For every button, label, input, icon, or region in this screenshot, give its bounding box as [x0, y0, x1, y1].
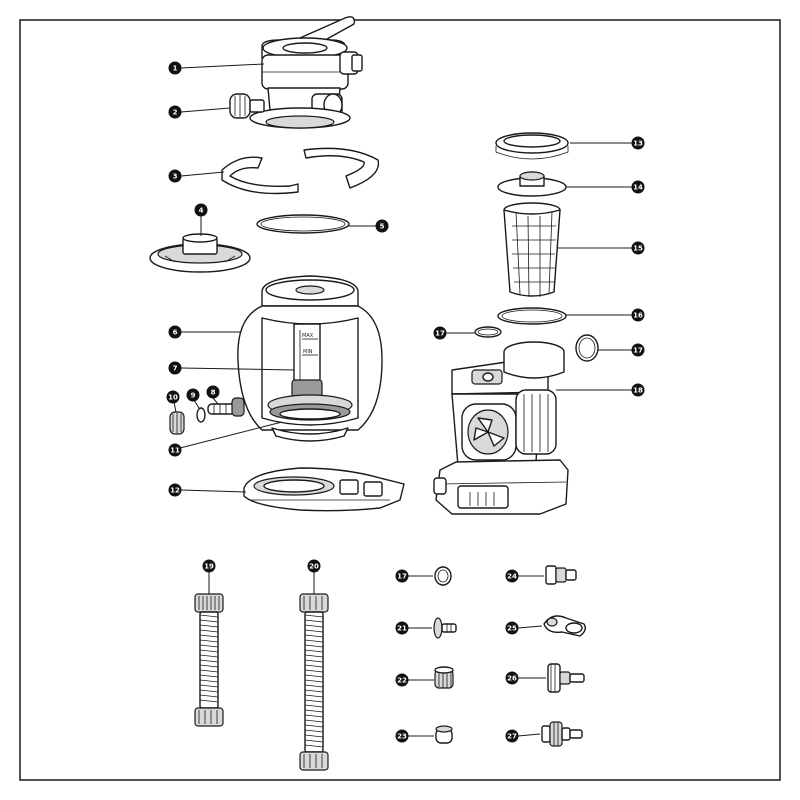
strainer-connector-part — [547, 663, 585, 693]
hose-clip-part — [543, 615, 587, 637]
callout-7: 7 — [168, 361, 182, 375]
multiport-valve-part — [249, 16, 363, 129]
plunger-part — [433, 617, 457, 639]
gauge-min-label: MIN — [303, 349, 313, 355]
o-ring-part — [256, 214, 350, 234]
svg-text:17: 17 — [397, 573, 407, 581]
svg-text:16: 16 — [633, 312, 643, 320]
base-part — [243, 467, 405, 512]
callout-markers: 1 2 3 4 5 6 7 8 9 10 11 12 13 14 15 16 1… — [166, 61, 645, 743]
pump-part — [433, 341, 569, 515]
callout-15: 15 — [631, 241, 645, 255]
svg-text:20: 20 — [309, 563, 319, 571]
svg-text:24: 24 — [507, 573, 517, 581]
small-o-ring-loose-part — [434, 566, 452, 586]
callout-13: 13 — [631, 136, 645, 150]
callout-25: 25 — [505, 621, 519, 635]
callout-3: 3 — [168, 169, 182, 183]
sand-tank-part: MAX MIN — [237, 275, 383, 442]
svg-text:6: 6 — [173, 329, 178, 337]
svg-text:7: 7 — [173, 365, 178, 373]
callout-22: 22 — [395, 673, 409, 687]
callout-11: 11 — [168, 443, 182, 457]
svg-text:2: 2 — [173, 109, 178, 117]
svg-text:12: 12 — [170, 487, 180, 495]
svg-text:18: 18 — [633, 387, 643, 395]
svg-text:25: 25 — [507, 625, 517, 633]
callout-2: 2 — [168, 105, 182, 119]
callout-21: 21 — [395, 621, 409, 635]
leader-lines — [173, 63, 632, 737]
connector-part — [545, 565, 577, 585]
callout-9: 9 — [186, 388, 200, 402]
callout-14: 14 — [631, 180, 645, 194]
svg-text:10: 10 — [168, 394, 178, 402]
svg-text:1: 1 — [173, 65, 178, 73]
callout-17-right: 17 — [631, 343, 645, 357]
callout-8: 8 — [206, 385, 220, 399]
short-hose-part — [194, 593, 224, 727]
callout-10: 10 — [166, 390, 180, 404]
callout-17-bottom: 17 — [395, 569, 409, 583]
svg-text:15: 15 — [633, 245, 643, 253]
svg-text:27: 27 — [507, 733, 517, 741]
callout-23: 23 — [395, 729, 409, 743]
cap-part — [435, 725, 453, 744]
long-hose-part — [299, 593, 329, 771]
svg-text:21: 21 — [397, 625, 407, 633]
callout-1: 1 — [168, 61, 182, 75]
callout-4: 4 — [194, 203, 208, 217]
svg-text:3: 3 — [173, 173, 178, 181]
frame-border — [19, 19, 781, 781]
threaded-nut-part — [434, 666, 454, 689]
svg-text:14: 14 — [633, 184, 643, 192]
svg-text:22: 22 — [397, 677, 407, 685]
short-hose-ribs — [199, 614, 219, 703]
callout-24: 24 — [505, 569, 519, 583]
adapter-part — [541, 721, 583, 747]
callout-16: 16 — [631, 308, 645, 322]
callout-18: 18 — [631, 383, 645, 397]
callout-26: 26 — [505, 671, 519, 685]
svg-text:11: 11 — [170, 447, 180, 455]
svg-text:8: 8 — [211, 389, 216, 397]
diffuser-part — [149, 233, 251, 273]
callout-5: 5 — [375, 219, 389, 233]
svg-text:26: 26 — [507, 675, 517, 683]
svg-text:4: 4 — [199, 207, 204, 215]
callout-27: 27 — [505, 729, 519, 743]
callout-19: 19 — [202, 559, 216, 573]
small-o-ring-part — [474, 326, 599, 362]
gauge-max-label: MAX — [302, 333, 314, 339]
svg-text:5: 5 — [380, 223, 385, 231]
svg-text:9: 9 — [191, 392, 196, 400]
svg-text:23: 23 — [397, 733, 407, 741]
drain-assembly-part — [169, 397, 245, 435]
callout-17-top: 17 — [433, 326, 447, 340]
callout-20: 20 — [307, 559, 321, 573]
long-hose-ribs — [304, 614, 324, 748]
svg-text:17: 17 — [633, 347, 643, 355]
callout-12: 12 — [168, 483, 182, 497]
lid-ring-part — [495, 132, 569, 160]
svg-text:19: 19 — [204, 563, 214, 571]
callout-6: 6 — [168, 325, 182, 339]
strainer-cover-part — [497, 171, 567, 197]
drain-cap-part — [229, 93, 265, 119]
basket-o-ring-part — [497, 307, 567, 325]
clamp-part — [221, 147, 380, 195]
svg-text:17: 17 — [435, 330, 445, 338]
strainer-basket-part — [503, 202, 561, 298]
svg-text:13: 13 — [633, 140, 643, 148]
